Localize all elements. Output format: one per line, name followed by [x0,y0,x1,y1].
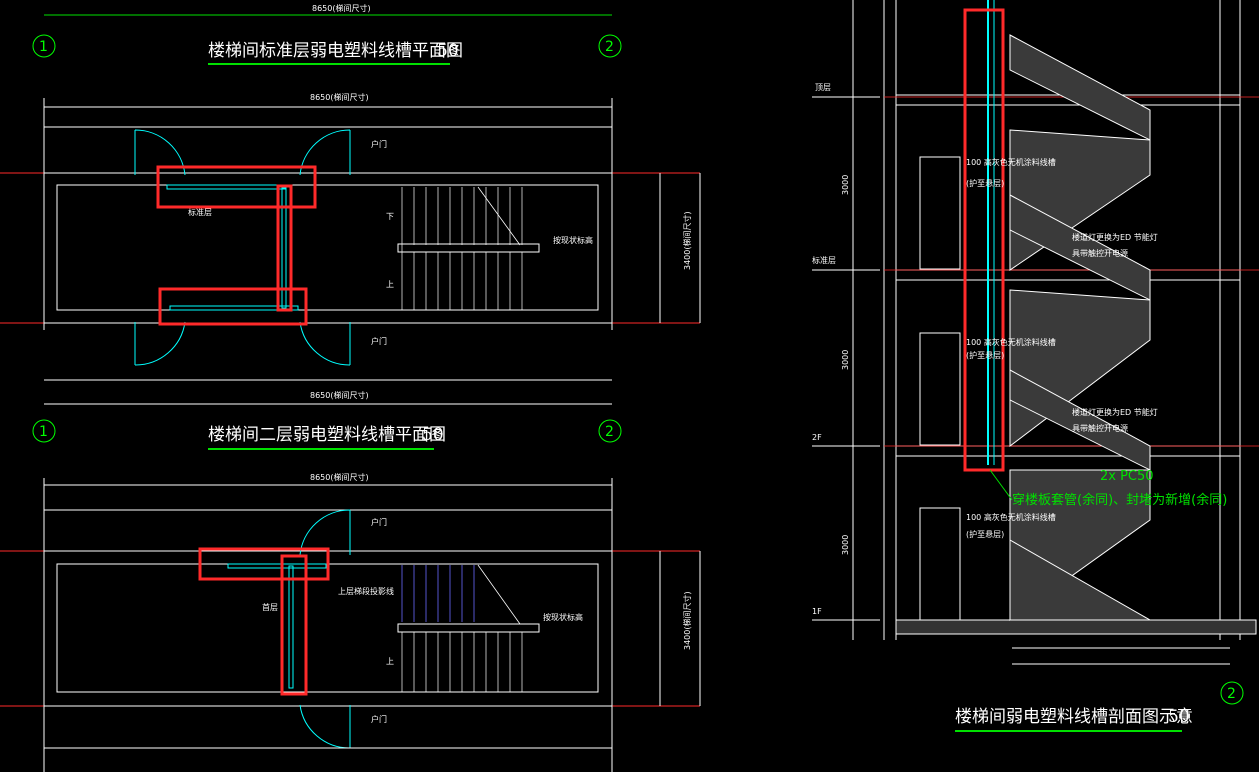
plan1-bottom-dim: 8650(梯间尺寸) [310,390,369,400]
pipe-note-2: 2x PC50 [1100,469,1154,484]
axis-bubble-2c: 2 [1227,686,1236,702]
std-level-label: 标准层 [812,255,836,265]
trough-note-1b: (护至悬层) [966,178,1004,188]
trough-note-3b: (护至悬层) [966,529,1004,539]
stair-up-label-2: 上 [386,657,394,666]
axis-bubble-1b: 1 [39,424,48,440]
axis-bubble-2b: 2 [605,424,614,440]
f2-label: 2F [812,433,822,442]
plan1-top-dim: 8650(梯间尺寸) [310,92,369,102]
trough-note-2b: (护至悬层) [966,350,1004,360]
right-dim-label-2: 3400(梯间尺寸) [682,591,692,650]
sign-label-2: 按现状标高 [543,612,583,622]
right-dim-label: 3400(梯间尺寸) [682,211,692,270]
sign-label-1: 按现状标高 [553,235,593,245]
section-scale: 50 [1168,707,1190,727]
standard-plan-scale: 50 [437,41,459,61]
light-note-2: 楼道灯更换为ED 节能灯 [1072,407,1158,417]
floor-dim-1: 3000 [841,175,850,195]
second-plan-scale: 50 [422,425,444,445]
standard-plan-title: 楼梯间标准层弱电塑料线槽平面图 [208,41,463,61]
door-label-1: 户门 [371,139,387,149]
door-label-4: 户门 [371,714,387,724]
trough-note-2: 100 高灰色无机涂料线槽 [966,337,1056,347]
floor-dim-2: 3000 [841,350,850,370]
f1-label: 1F [812,607,822,616]
plan2-top-dim: 8650(梯间尺寸) [310,472,369,482]
light-note-1: 楼道灯更换为ED 节能灯 [1072,232,1158,242]
roof-label: 顶层 [815,83,831,92]
second-plan-title: 楼梯间二层弱电塑料线槽平面图 [208,425,446,445]
first-level-label: 首层 [262,602,278,612]
upper-stair-label: 上层梯段投影线 [338,586,394,596]
light-note-1b: 具带触控开电源 [1072,248,1128,258]
section-title: 楼梯间弱电塑料线槽剖面图示意 [955,707,1193,727]
trough-note-1: 100 高灰色无机涂料线槽 [966,157,1056,167]
standard-level-label: 标准层 [188,207,212,217]
door-label-3: 户门 [371,517,387,527]
axis-bubble-2: 2 [605,39,614,55]
axis-bubble-1: 1 [39,39,48,55]
door-label-2: 户门 [371,336,387,346]
standard-floor-plan: 8650(梯间尺寸) 1 2 楼梯间标准层弱电塑料线槽平面图 50 8650(梯… [0,3,701,405]
floor-dim-3: 3000 [841,535,850,555]
light-note-2b: 具带触控开电源 [1072,423,1128,433]
stair-down-label: 下 [386,212,394,221]
pipe-note-1: 穿楼板套管(余同)、封堵为新增(余同) [1012,492,1227,508]
top-dim-label: 8650(梯间尺寸) [312,3,371,13]
trough-note-3: 100 高灰色无机涂料线槽 [966,512,1056,522]
stair-up-label: 上 [386,280,394,289]
second-floor-plan: 1 2 楼梯间二层弱电塑料线槽平面图 50 8650(梯间尺寸) 户门 户门 [0,419,701,772]
stair-section: 顶层 标准层 2F 1F 3000 3000 3000 [812,0,1259,732]
